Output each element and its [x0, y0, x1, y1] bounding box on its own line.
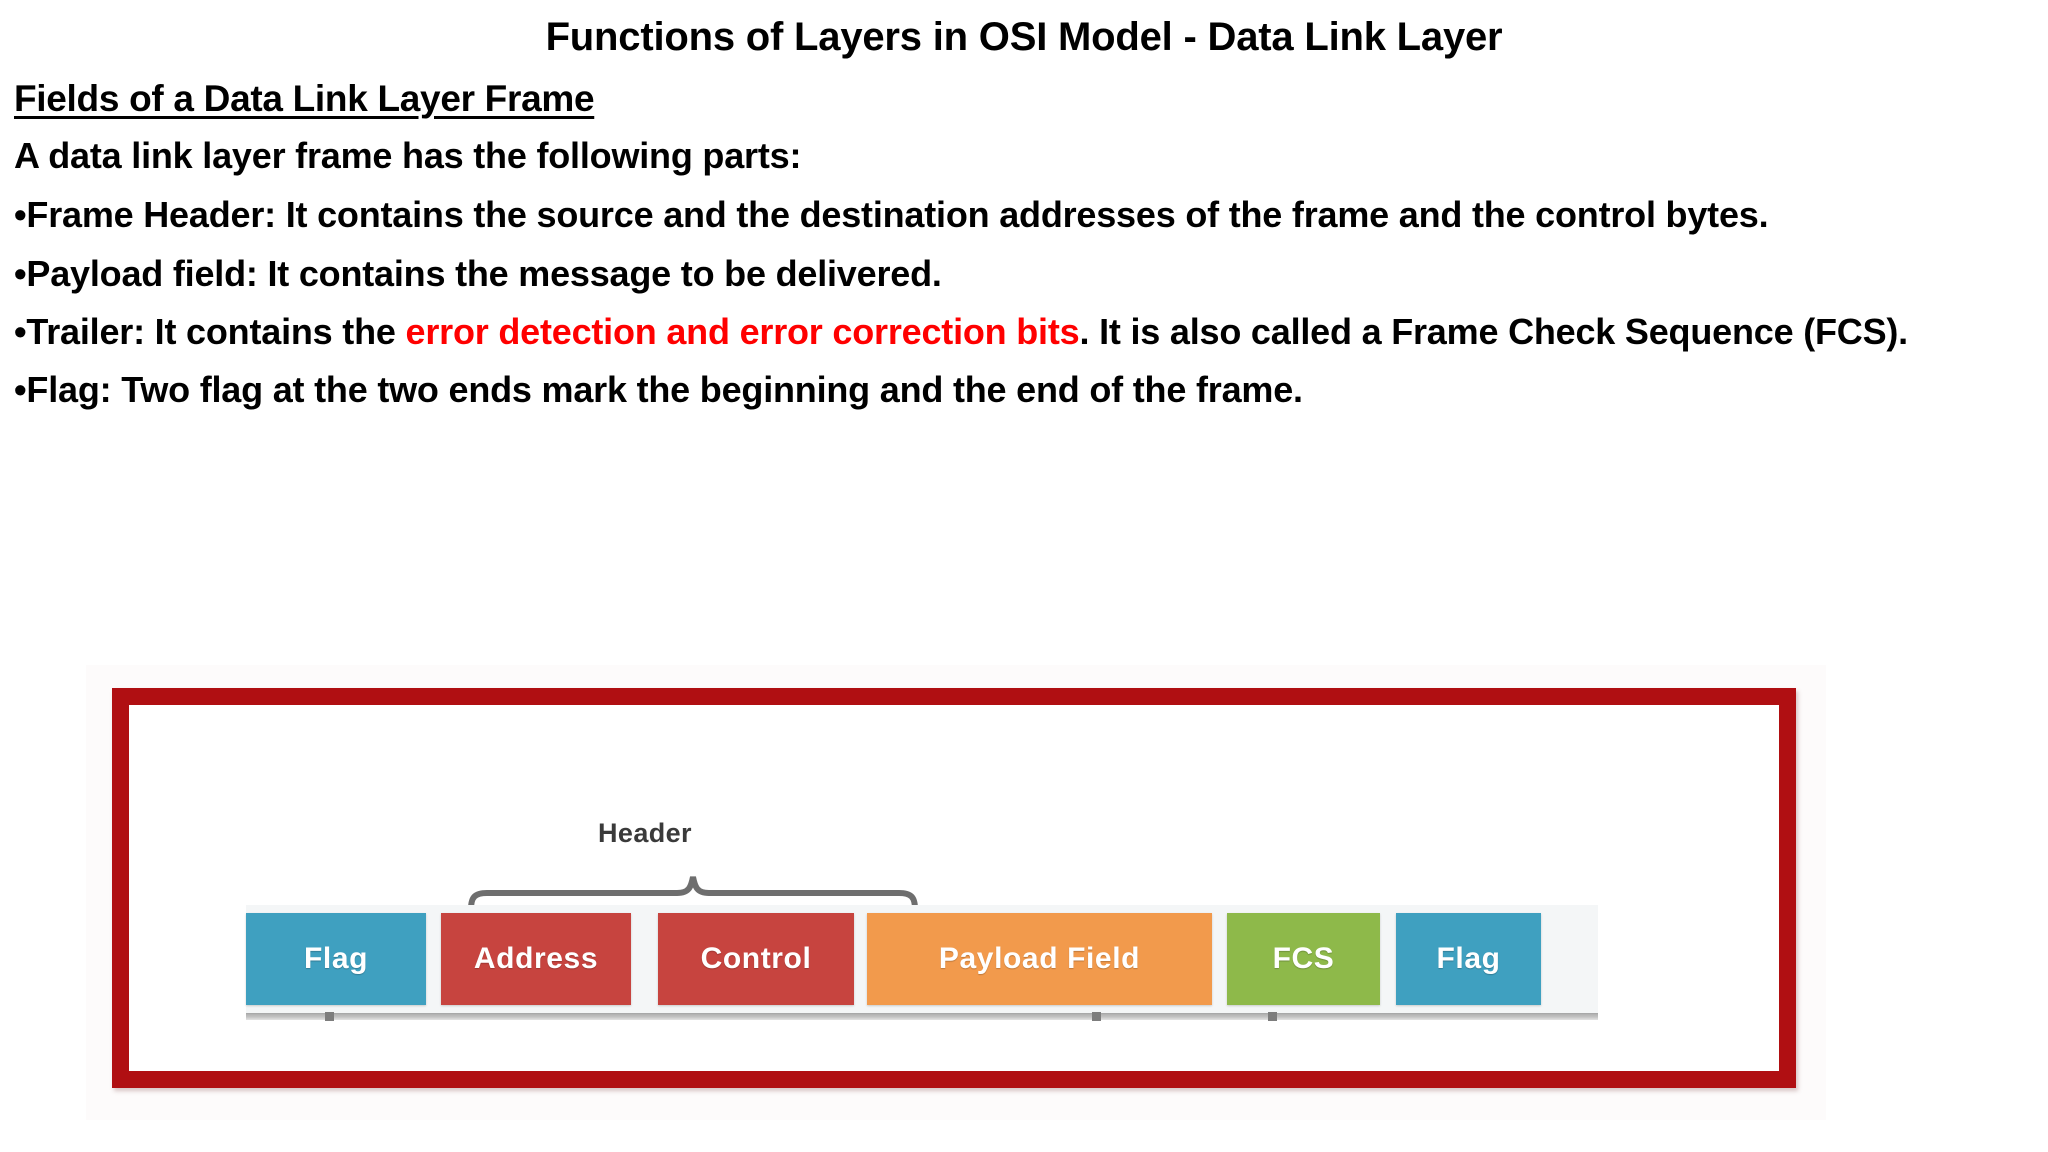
- bullet-payload-field-text: Payload field: It contains the message t…: [26, 252, 942, 294]
- baseline-tick: [1092, 1012, 1101, 1021]
- bullet-frame-header: •Frame Header: It contains the source an…: [14, 194, 2032, 236]
- bullet-trailer-highlight: error detection and error correction bit…: [405, 310, 1080, 352]
- slide-body: Fields of a Data Link Layer Frame A data…: [14, 78, 2032, 427]
- figure-red-border: Header Flag Address Control Payload Fiel…: [112, 688, 1796, 1088]
- field-box-flag-left: Flag: [246, 913, 426, 1005]
- bullet-flag: •Flag: Two flag at the two ends mark the…: [14, 369, 2032, 411]
- field-box-fcs: FCS: [1227, 913, 1380, 1005]
- bullet-payload-field: •Payload field: It contains the message …: [14, 253, 2032, 295]
- field-box-payload-field: Payload Field: [867, 913, 1212, 1005]
- bullet-marker: •: [14, 310, 27, 352]
- lead-sentence: A data link layer frame has the followin…: [14, 135, 802, 177]
- header-bracket-label: Header: [598, 818, 692, 848]
- bullet-trailer-text-after: . It is also called a Frame Check Sequen…: [1079, 310, 1908, 352]
- bullet-marker: •: [14, 252, 27, 294]
- field-box-control: Control: [658, 913, 854, 1005]
- field-box-flag-right: Flag: [1396, 913, 1541, 1005]
- bullet-marker: •: [14, 194, 27, 236]
- figure-canvas: Header Flag Address Control Payload Fiel…: [129, 705, 1779, 1071]
- section-heading: Fields of a Data Link Layer Frame: [14, 78, 595, 119]
- baseline-tick: [1268, 1012, 1277, 1021]
- field-box-address: Address: [441, 913, 631, 1005]
- header-curly-brace: [468, 876, 918, 911]
- bullet-frame-header-text: Frame Header: It contains the source and…: [26, 194, 1769, 236]
- frame-field-boxes: Flag Address Control Payload Field FCS F…: [246, 913, 1598, 1005]
- frame-baseline: [246, 1013, 1598, 1020]
- page-title: Functions of Layers in OSI Model - Data …: [545, 15, 1503, 59]
- bullet-trailer-text-before: Trailer: It contains the: [26, 310, 406, 352]
- bullet-marker: •: [14, 368, 27, 410]
- baseline-tick: [325, 1012, 334, 1021]
- bullet-trailer: •Trailer: It contains the error detectio…: [14, 311, 2032, 353]
- frame-structure-figure: Header Flag Address Control Payload Fiel…: [86, 665, 1826, 1120]
- bullet-flag-text: Flag: Two flag at the two ends mark the …: [26, 368, 1303, 410]
